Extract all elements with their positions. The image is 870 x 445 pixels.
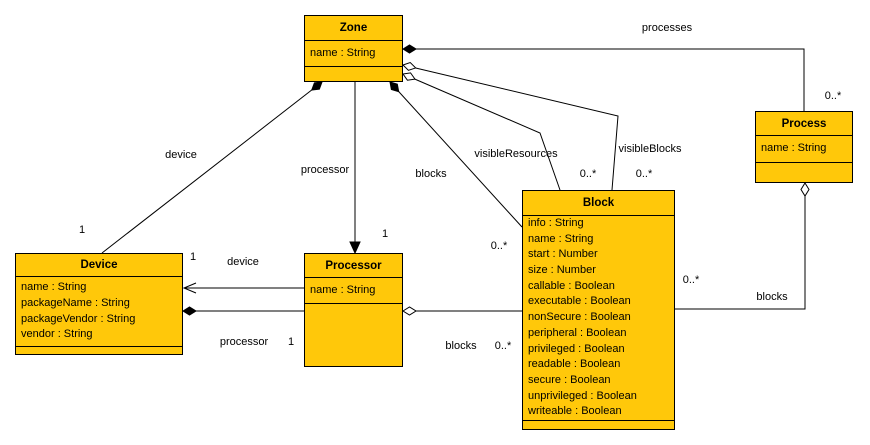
attribute: readable : Boolean: [528, 358, 621, 371]
attribute: callable : Boolean: [528, 279, 615, 292]
class-processor-attributes: name : String: [305, 278, 402, 304]
edge-label-process-blocks: blocks: [756, 291, 788, 303]
attribute: name : String: [310, 283, 376, 296]
class-zone-name: Zone: [305, 16, 402, 41]
edge-line: [402, 73, 561, 191]
class-processor-name: Processor: [305, 254, 402, 278]
attribute: unprivileged : Boolean: [528, 389, 637, 402]
class-block-name: Block: [523, 191, 674, 216]
attribute: peripheral : Boolean: [528, 326, 627, 339]
attribute: vendor : String: [21, 328, 93, 341]
edge-label-zone-processor: processor: [300, 164, 350, 176]
class-device-operations-compartment: [16, 347, 182, 354]
edge-label-device-processor: processor: [219, 336, 269, 348]
aggregation-diamond: [402, 61, 417, 71]
class-block: Block info : String name : String start …: [522, 190, 675, 430]
multiplicity-processes: 0..*: [824, 90, 842, 102]
class-zone-operations-compartment: [305, 67, 402, 81]
attribute: name : String: [761, 142, 827, 155]
attribute: packageVendor : String: [21, 312, 136, 325]
multiplicity-processor-blocks: 0..*: [494, 340, 512, 352]
aggregation-diamond: [402, 72, 416, 81]
attribute: name : String: [21, 281, 87, 294]
edge-zone-processor-processor: [349, 82, 361, 255]
edge-line: [403, 48, 805, 111]
class-processor: Processor name : String: [304, 253, 403, 367]
edge-process-blocks-block: [675, 182, 810, 310]
filled-arrowhead: [349, 241, 361, 255]
attribute: size : Number: [528, 264, 596, 277]
attribute: name : String: [528, 232, 594, 245]
edge-label-processes: processes: [641, 22, 693, 34]
class-device-attributes: name : String packageName : String packa…: [16, 277, 182, 347]
attribute: executable : Boolean: [528, 295, 631, 308]
edge-device-processor-processor: [182, 306, 304, 316]
attribute: nonSecure : Boolean: [528, 311, 631, 324]
multiplicity-device-processor: 1: [287, 336, 295, 348]
class-device: Device name : String packageName : Strin…: [15, 253, 183, 355]
class-process-attributes: name : String: [756, 136, 852, 163]
multiplicity-visibleresources: 0..*: [579, 168, 597, 180]
attribute: packageName : String: [21, 296, 130, 309]
edge-line: [675, 183, 806, 310]
class-zone: Zone name : String: [304, 15, 403, 82]
edge-line: [389, 81, 523, 228]
aggregation-diamond: [800, 182, 810, 197]
edge-processor-device-device: [182, 282, 304, 294]
class-process: Process name : String: [755, 111, 853, 183]
class-process-name: Process: [756, 112, 852, 136]
edge-label-processor-device: device: [227, 256, 259, 268]
class-block-operations-compartment: [523, 421, 674, 429]
attribute: name : String: [310, 46, 376, 59]
multiplicity-visibleblocks: 0..*: [635, 168, 653, 180]
edge-line: [402, 64, 619, 191]
multiplicity-zone-blocks: 0..*: [490, 240, 508, 252]
multiplicity-process-blocks: 0..*: [682, 274, 700, 286]
attribute: secure : Boolean: [528, 373, 611, 386]
multiplicity-zone-processor: 1: [381, 228, 389, 240]
class-block-attributes: info : String name : String start : Numb…: [523, 216, 674, 421]
edge-line: [101, 81, 323, 254]
edge-zone-processes-process: [402, 44, 805, 111]
edge-label-processor-blocks: blocks: [445, 340, 477, 352]
attribute: privileged : Boolean: [528, 342, 625, 355]
composition-diamond: [182, 306, 197, 316]
attribute: writeable : Boolean: [528, 405, 622, 418]
class-processor-operations-compartment: [305, 304, 402, 366]
attribute: info : String: [528, 216, 584, 229]
class-device-name: Device: [16, 254, 182, 277]
edge-label-visibleresources: visibleResources: [474, 148, 558, 160]
edge-label-visibleblocks: visibleBlocks: [618, 143, 682, 155]
composition-diamond: [311, 81, 323, 91]
class-process-operations-compartment: [756, 163, 852, 182]
composition-diamond: [402, 44, 417, 54]
multiplicity-processor-device: 1: [189, 251, 197, 263]
open-arrowhead: [182, 282, 197, 294]
edge-label-zone-blocks: blocks: [415, 168, 447, 180]
edge-zone-device-device: [101, 81, 323, 254]
attribute: start : Number: [528, 248, 598, 261]
composition-diamond: [389, 81, 400, 93]
aggregation-diamond: [402, 306, 417, 316]
edge-zone-blocks-block: [389, 81, 523, 228]
edge-label-zone-device: device: [165, 149, 197, 161]
edge-zone-visibleresources-block: [402, 72, 561, 191]
edge-processor-blocks-block: [402, 306, 522, 316]
edge-zone-visibleblocks-block: [402, 61, 619, 191]
multiplicity-zone-device: 1: [78, 224, 86, 236]
class-zone-attributes: name : String: [305, 41, 402, 67]
